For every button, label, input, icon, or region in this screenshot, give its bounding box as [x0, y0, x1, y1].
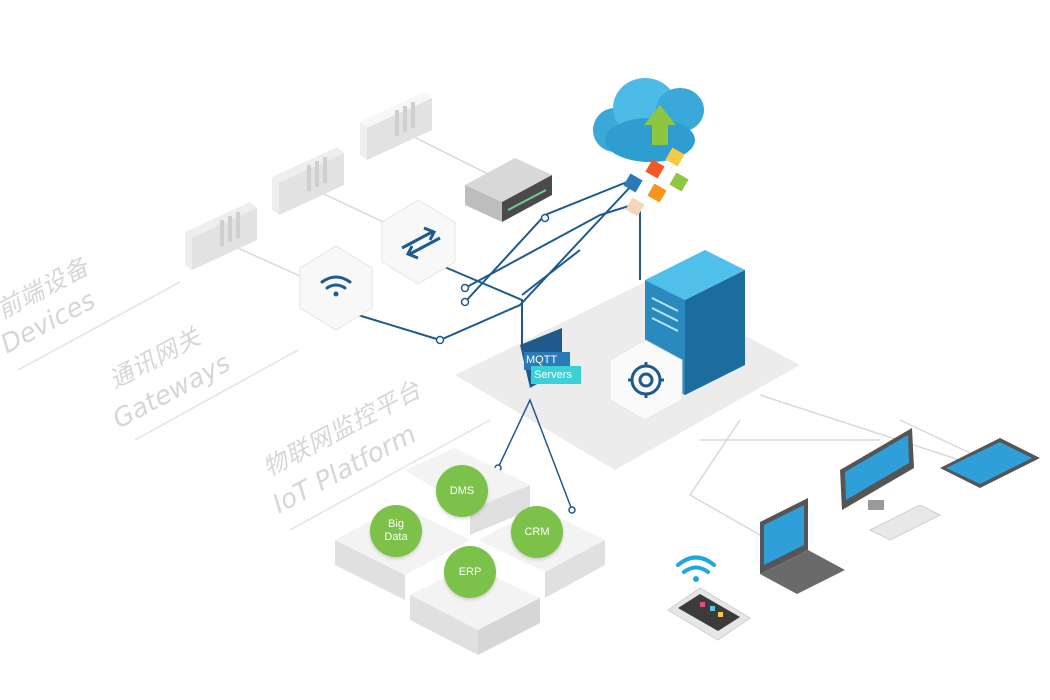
settings-cube [609, 339, 683, 421]
wifi-signal-icon [676, 555, 716, 582]
device-rack-2 [272, 147, 344, 215]
layer-divider-lines [17, 281, 491, 531]
mqtt-server [520, 328, 581, 388]
tablet [940, 438, 1040, 488]
gateway-exchange [381, 199, 456, 285]
smartphone [667, 587, 751, 641]
cloud-app-cubes [623, 147, 689, 217]
app-dms[interactable]: DMS [436, 465, 488, 517]
device-rack-3 [185, 202, 257, 270]
laptop [760, 498, 845, 594]
gateway-wifi [299, 245, 373, 331]
mqtt-data-lines [357, 179, 641, 345]
app-crm[interactable]: CRM [511, 506, 563, 558]
app-big-data[interactable]: Big Data [370, 505, 422, 557]
mqtt-label: MQTT [526, 354, 558, 366]
network-switch [465, 158, 552, 222]
servers-label: Servers [534, 369, 572, 381]
app-junction-right [568, 506, 576, 514]
desktop-monitor [840, 428, 942, 541]
app-connection-lines [497, 398, 573, 511]
cloud-icon [593, 78, 704, 162]
app-erp[interactable]: ERP [444, 546, 496, 598]
device-rack-1 [360, 92, 432, 160]
terminal-connection-lines [688, 394, 986, 536]
server-tower [645, 250, 745, 395]
